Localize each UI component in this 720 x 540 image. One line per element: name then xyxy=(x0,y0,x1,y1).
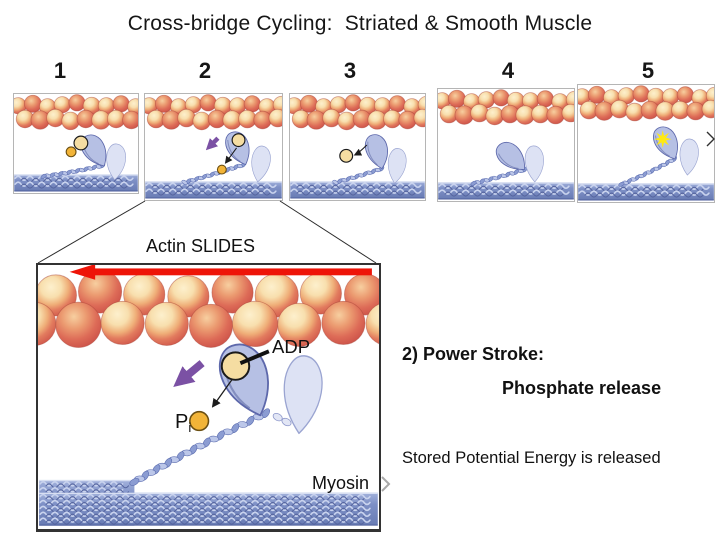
panel-number-2: 2 xyxy=(198,58,212,83)
p1-art xyxy=(145,94,282,199)
step-title: 2) Power Stroke: xyxy=(402,344,545,364)
step-subtitle: Phosphate release xyxy=(502,378,662,398)
slide-title: Cross-bridge Cycling: Striated & Smooth … xyxy=(127,12,593,35)
pi-label-main: P xyxy=(175,411,189,433)
cycle-panel-3 xyxy=(289,93,426,201)
p3-art xyxy=(438,89,574,200)
detail-view xyxy=(36,263,381,532)
note-text: Stored Potential Energy is released xyxy=(402,449,661,467)
zoom-callout-line-right xyxy=(279,200,377,264)
myosin-label: Myosin xyxy=(312,473,370,493)
cycle-panel-1 xyxy=(13,93,139,194)
panel-number-5: 5 xyxy=(641,58,655,83)
pi-label-sub: i xyxy=(188,420,192,435)
p2-art xyxy=(290,94,425,199)
p0-art xyxy=(14,94,138,192)
panel-number-3: 3 xyxy=(343,58,357,83)
zoom-callout-line-left xyxy=(37,200,146,264)
panel-number-4: 4 xyxy=(501,58,515,83)
adp-label: ADP xyxy=(272,336,311,357)
cycle-panel-2 xyxy=(144,93,283,201)
actin-slides-label: Actin SLIDES xyxy=(146,236,256,256)
p4-art xyxy=(578,85,714,201)
myosin-chevron-icon xyxy=(381,476,391,492)
cycle-panel-4 xyxy=(437,88,575,202)
dt-art xyxy=(38,265,379,526)
cycle-panel-5 xyxy=(577,84,715,203)
panel-number-1: 1 xyxy=(53,58,67,83)
pi-label: Pi xyxy=(175,411,191,435)
